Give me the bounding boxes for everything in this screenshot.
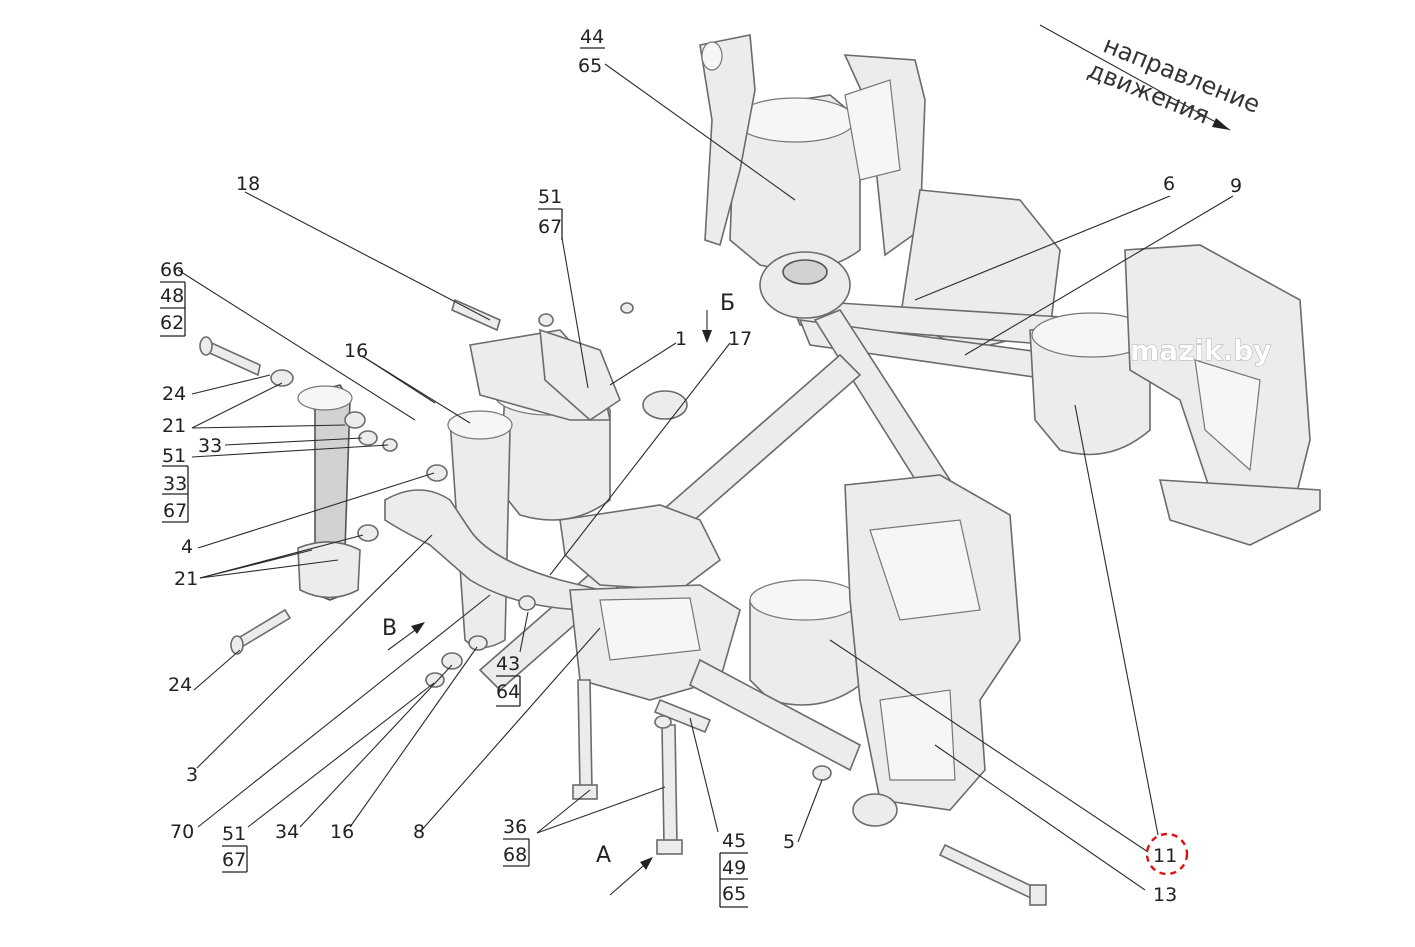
frac-51-67-bottom-a: 51 [222, 823, 246, 845]
frac-49: 49 [722, 857, 746, 879]
label-70: 70 [170, 821, 194, 843]
frac-36: 36 [503, 816, 527, 838]
frac-66: 66 [160, 259, 184, 281]
frac-44-65-bottom: 65 [578, 55, 602, 77]
view-label-v: В [382, 616, 397, 641]
fraction-44-65: 44 65 [578, 26, 605, 77]
frac-51-67-bottom-b: 67 [222, 849, 246, 871]
parts-drawing [199, 34, 1321, 906]
frac-44-65-top: 44 [580, 26, 604, 48]
view-label-b: Б [720, 291, 735, 316]
label-3: 3 [186, 764, 198, 786]
frac-65: 65 [722, 883, 746, 905]
frac-45: 45 [722, 830, 746, 852]
label-18: 18 [236, 173, 260, 195]
fraction-43-64: 43 64 [496, 653, 521, 707]
label-6: 6 [1163, 173, 1175, 195]
watermark: mazik.by [1130, 334, 1272, 367]
label-21-bottom: 21 [174, 568, 198, 590]
view-arrows [387, 24, 1231, 896]
leader-lines [177, 63, 1234, 891]
frac-68: 68 [503, 844, 527, 866]
fraction-33-67: 33 67 [162, 465, 189, 523]
label-16-bottom: 16 [330, 821, 354, 843]
label-1: 1 [675, 328, 687, 350]
label-9: 9 [1230, 175, 1242, 197]
frac-51-67-top-a: 51 [538, 186, 562, 208]
highlight-circle-11 [1145, 832, 1189, 876]
frac-43: 43 [496, 653, 520, 675]
label-17: 17 [728, 328, 752, 350]
fraction-66-48-62: 66 48 62 [160, 259, 186, 337]
frac-33-67-a: 33 [163, 473, 187, 495]
frac-62: 62 [160, 312, 184, 334]
fraction-51-67-bottom: 51 67 [222, 823, 248, 873]
label-34: 34 [275, 821, 299, 843]
label-51-left: 51 [162, 445, 186, 467]
label-24-bottom: 24 [168, 674, 192, 696]
direction-of-travel: направление движения [1084, 31, 1264, 130]
label-24-top: 24 [162, 383, 186, 405]
frac-51-67-top-b: 67 [538, 216, 562, 238]
fraction-36-68: 36 68 [503, 816, 530, 867]
fraction-51-67-top: 51 67 [538, 186, 563, 240]
label-8: 8 [413, 821, 425, 843]
part-labels: 18 6 9 1 17 16 24 21 33 51 4 21 24 3 70 … [162, 173, 1242, 906]
label-16-top: 16 [344, 340, 368, 362]
frac-33-67-b: 67 [163, 500, 187, 522]
label-33-top: 33 [198, 435, 222, 457]
label-5: 5 [783, 831, 795, 853]
fraction-45-49-65: 45 49 65 [719, 830, 748, 908]
label-13: 13 [1153, 884, 1177, 906]
frac-48: 48 [160, 285, 184, 307]
label-4: 4 [181, 536, 193, 558]
label-21-top: 21 [162, 415, 186, 437]
label-11: 11 [1153, 845, 1177, 867]
frac-64: 64 [496, 681, 520, 703]
view-label-a: А [596, 843, 611, 868]
